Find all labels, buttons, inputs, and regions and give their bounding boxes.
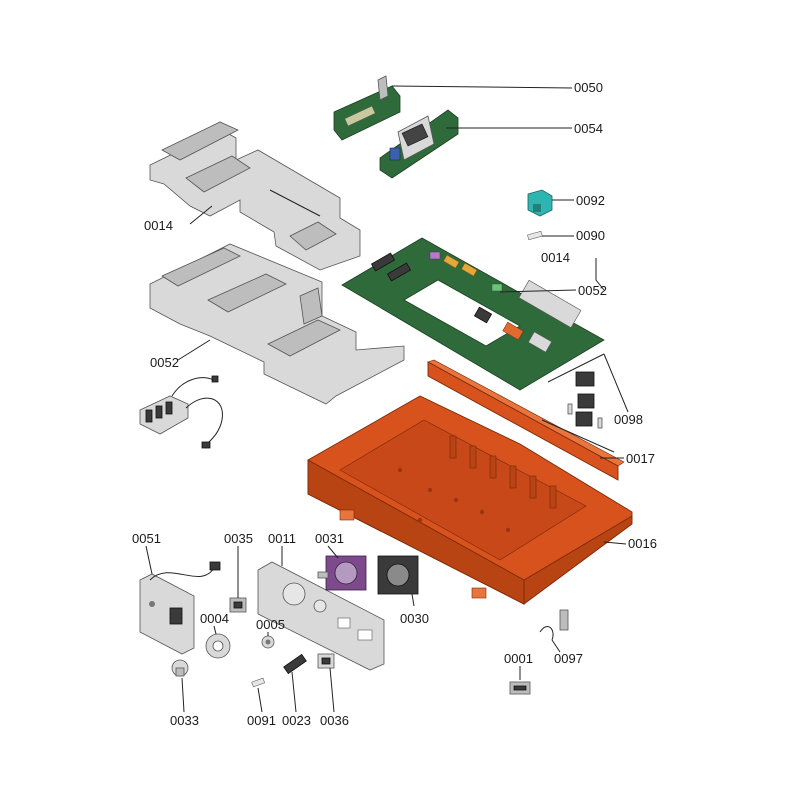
part-0005-bushing <box>261 635 275 649</box>
part-0014-upper-frame <box>149 121 361 271</box>
label-0005: 0005 <box>256 617 285 632</box>
label-0036: 0036 <box>320 713 349 728</box>
label-0098: 0098 <box>614 412 643 427</box>
label-0091: 0091 <box>247 713 276 728</box>
part-0036-connector <box>317 653 335 669</box>
part-0052-main-board <box>341 237 605 391</box>
part-0050-module-board <box>333 75 401 141</box>
label-0050: 0050 <box>574 80 603 95</box>
part-0091-fuse <box>251 677 266 688</box>
label-0090: 0090 <box>576 228 605 243</box>
part-0016-housing <box>307 395 633 605</box>
leader-lines <box>145 85 629 713</box>
label-0017: 0017 <box>626 451 655 466</box>
label-0035: 0035 <box>224 531 253 546</box>
part-0092-connector <box>527 189 553 217</box>
part-0051-control-panel <box>139 561 221 655</box>
part-0090-fuse <box>527 230 543 241</box>
label-0030: 0030 <box>400 611 429 626</box>
label-0011: 0011 <box>268 531 296 546</box>
part-0035-switch <box>229 597 247 613</box>
label-0014-right: 0014 <box>541 250 570 265</box>
part-lower-frame <box>149 243 405 405</box>
part-0033-button <box>171 659 189 677</box>
label-0033: 0033 <box>170 713 199 728</box>
part-0030-switch-block <box>377 555 419 595</box>
label-0052-right: 0052 <box>578 283 607 298</box>
part-0054-communication-board <box>379 109 459 179</box>
part-0001-connector <box>509 681 531 695</box>
part-0004-knob-ring <box>205 633 231 659</box>
part-0031-selector <box>317 555 367 591</box>
label-0014-left: 0014 <box>144 218 173 233</box>
part-0098-terminals <box>541 353 615 453</box>
part-0052-wiring-harness <box>139 375 223 449</box>
part-0011-front-panel <box>257 561 385 671</box>
label-0016: 0016 <box>628 536 657 551</box>
label-0051: 0051 <box>132 531 161 546</box>
label-0097: 0097 <box>554 651 583 666</box>
label-0054: 0054 <box>574 121 603 136</box>
part-0097-clips <box>539 609 569 641</box>
callout-labels: 0050 0054 0092 0090 0014 0052 0014 0052 … <box>132 80 657 728</box>
label-0052-left: 0052 <box>150 355 179 370</box>
label-0092: 0092 <box>576 193 605 208</box>
part-0023-fuse-holder <box>283 653 307 675</box>
label-0023: 0023 <box>282 713 311 728</box>
label-0031: 0031 <box>315 531 344 546</box>
label-0004: 0004 <box>200 611 229 626</box>
part-0017-cover-strip <box>427 359 625 481</box>
label-0001: 0001 <box>504 651 533 666</box>
